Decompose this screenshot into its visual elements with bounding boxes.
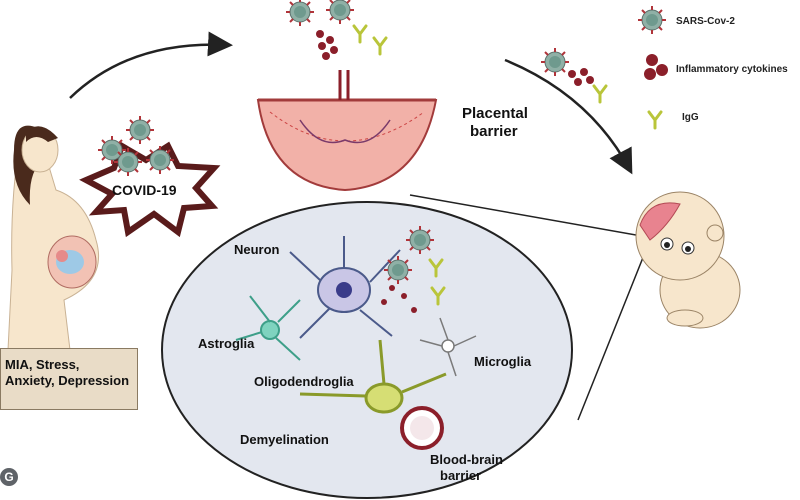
virus-icon bbox=[125, 115, 155, 145]
connector-line-top bbox=[409, 194, 637, 236]
virus-icon bbox=[113, 147, 143, 177]
neuron-label: Neuron bbox=[234, 242, 280, 257]
igg-icon bbox=[592, 84, 608, 104]
cytokine-cluster bbox=[316, 30, 338, 60]
placental-barrier-label-1: Placental bbox=[462, 105, 528, 122]
arrow-to-placenta bbox=[69, 31, 233, 99]
virus-icon bbox=[540, 47, 570, 77]
demyelination-label: Demyelination bbox=[240, 432, 329, 447]
neuron-cell bbox=[289, 236, 401, 339]
oligodendroglia-cell bbox=[299, 339, 447, 414]
igg-icon bbox=[372, 36, 388, 56]
astroglia-cell bbox=[235, 295, 301, 361]
google-g-icon[interactable]: G bbox=[0, 468, 18, 486]
placenta-illustration bbox=[256, 70, 438, 192]
legend-igg-icon bbox=[647, 110, 663, 130]
brain-cells-circle bbox=[161, 201, 573, 499]
legend-virus-label: SARS-Cov-2 bbox=[676, 16, 735, 27]
risk-factors-line-1: MIA, Stress, bbox=[5, 357, 80, 372]
cytokine-cluster bbox=[568, 68, 594, 86]
microglia-cell bbox=[419, 317, 477, 377]
igg-icon bbox=[352, 24, 368, 44]
virus-icon bbox=[405, 225, 435, 255]
cytokine-cluster bbox=[381, 285, 417, 313]
virus-icon bbox=[285, 0, 315, 27]
legend-cytokines-label: Inflammatory cytokines bbox=[676, 64, 788, 75]
virus-icon bbox=[383, 255, 413, 285]
oligodendroglia-label: Oligodendroglia bbox=[254, 374, 354, 389]
covid-starburst bbox=[79, 141, 221, 238]
arrow-to-baby bbox=[504, 58, 633, 175]
pregnant-woman-illustration bbox=[7, 125, 100, 351]
blood-brain-barrier-label-1: Blood-brain bbox=[430, 452, 503, 467]
blood-brain-barrier-vessel bbox=[400, 406, 444, 450]
blood-brain-barrier-label-2: barrier bbox=[440, 468, 481, 483]
microglia-label: Microglia bbox=[474, 354, 532, 369]
risk-factors-line-2: Anxiety, Depression bbox=[5, 373, 130, 388]
connector-line-bottom bbox=[577, 249, 647, 421]
virus-icon bbox=[325, 0, 355, 25]
legend-virus-icon bbox=[637, 5, 667, 35]
legend-cytokine-icon bbox=[644, 54, 668, 80]
placental-barrier-label-2: barrier bbox=[470, 123, 518, 140]
legend-igg-label: IgG bbox=[682, 112, 699, 123]
risk-factors-box: MIA, Stress, Anxiety, Depression bbox=[0, 348, 138, 410]
baby-illustration bbox=[635, 191, 741, 329]
astroglia-label: Astroglia bbox=[198, 336, 255, 351]
covid-label: COVID-19 bbox=[112, 182, 177, 198]
virus-icon bbox=[145, 145, 175, 175]
